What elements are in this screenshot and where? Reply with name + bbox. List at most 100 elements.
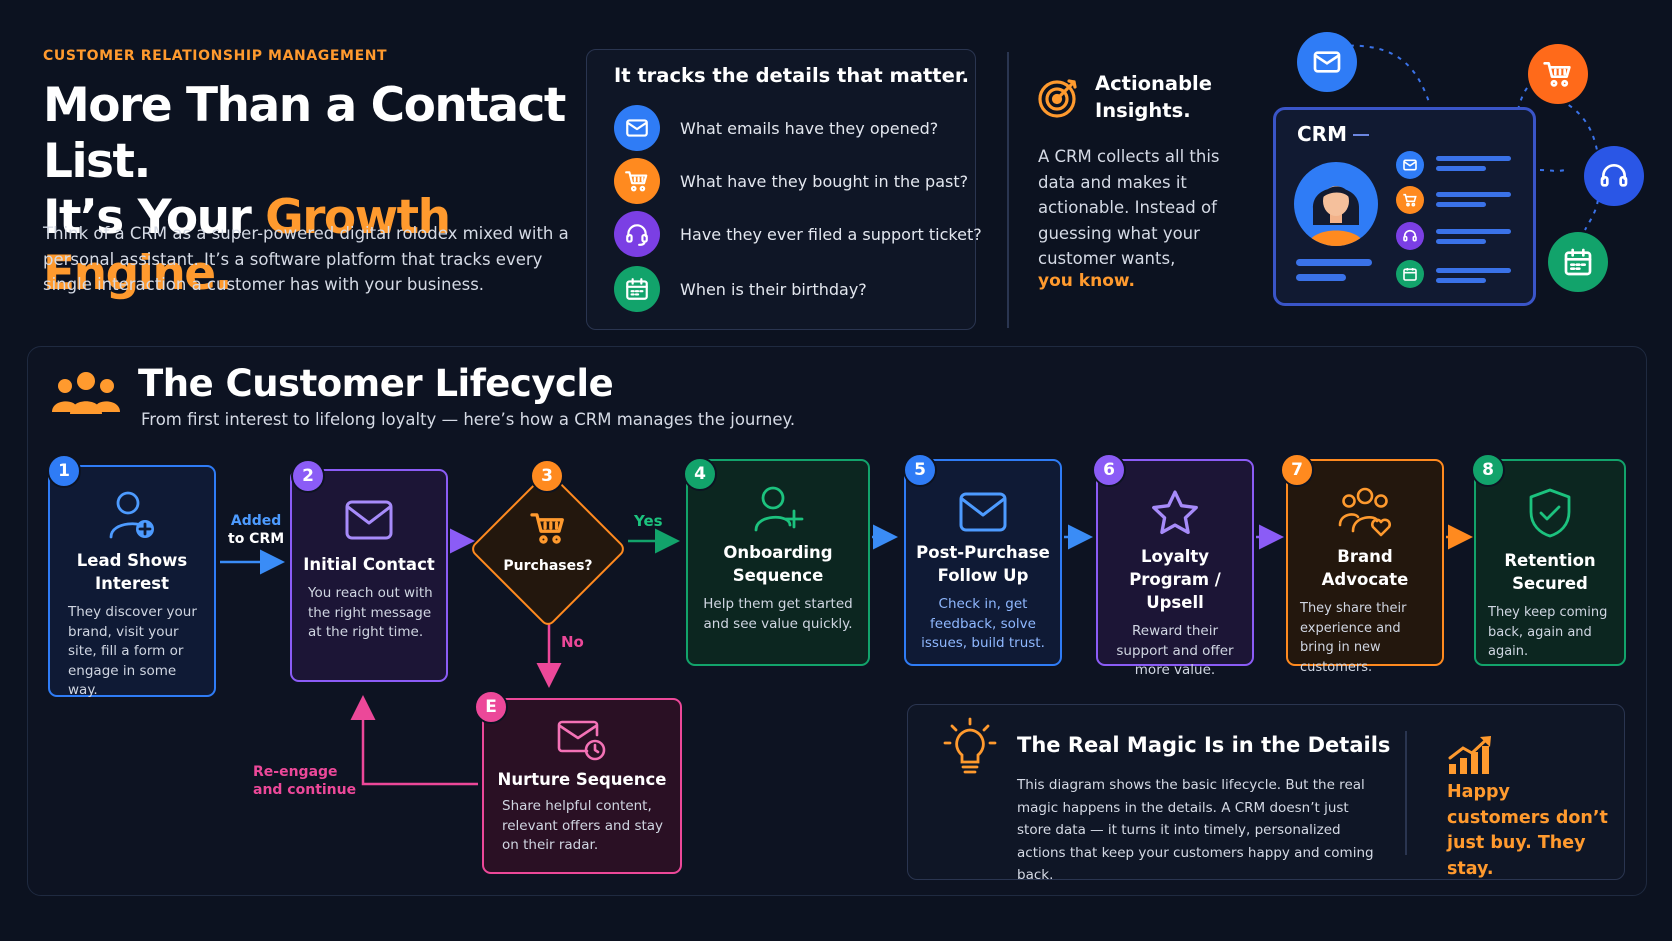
step-badge: 8 <box>1471 453 1505 487</box>
insights-accent: you know. <box>1038 271 1135 291</box>
step-badge: 1 <box>47 454 81 488</box>
yes-label: Yes <box>634 512 663 530</box>
lifecycle-title: The Customer Lifecycle <box>138 362 614 405</box>
eyebrow-label: CUSTOMER RELATIONSHIP MANAGEMENT <box>43 48 388 64</box>
step-nurture-sequence: Nurture Sequence Share helpful content, … <box>482 698 682 874</box>
step-post-purchase-follow-up: Post-Purchase Follow Up Check in, get fe… <box>904 459 1062 666</box>
track-item-text: Have they ever filed a support ticket? <box>680 224 982 244</box>
mail-icon <box>614 105 660 151</box>
step-title: Onboarding Sequence <box>723 543 833 585</box>
mail-icon <box>914 491 1052 533</box>
step-title: Nurture Sequence <box>497 770 667 789</box>
tracks-title: It tracks the details that matter. <box>614 64 970 87</box>
crm-row-bar <box>1436 278 1486 283</box>
crm-row-bar <box>1436 229 1511 234</box>
crm-name-bar <box>1296 259 1372 266</box>
step-badge: E <box>474 690 508 724</box>
step-desc: Check in, get feedback, solve issues, bu… <box>921 596 1045 651</box>
step-badge: 7 <box>1280 453 1314 487</box>
hero-title-prefix: It’s Your <box>43 190 266 245</box>
section-divider <box>1007 52 1009 328</box>
people-group-icon <box>50 370 122 420</box>
track-item-text: When is their birthday? <box>680 279 867 299</box>
step-badge: 4 <box>683 457 717 491</box>
magic-accent: Happy customers don’t just buy. They sta… <box>1447 782 1608 879</box>
step-badge: 5 <box>903 453 937 487</box>
step-title: Loyalty Program / Upsell <box>1129 547 1221 612</box>
calendar-icon <box>1548 232 1608 292</box>
step-title: Post-Purchase Follow Up <box>916 543 1050 585</box>
step-title: Lead Shows Interest <box>76 551 188 593</box>
lightbulb-icon <box>940 716 1000 782</box>
step-loyalty-program-upsell: Loyalty Program / Upsell Reward their su… <box>1096 459 1254 678</box>
hero-title: More Than a Contact List. It’s Your Grow… <box>43 78 603 302</box>
headset-icon <box>1396 222 1424 250</box>
track-item-purchases: What have they bought in the past? <box>614 158 968 204</box>
track-item-birthday: When is their birthday? <box>614 266 867 312</box>
added-label-line2: to CRM <box>228 531 285 547</box>
step-desc: Reward their support and offer more valu… <box>1116 623 1234 678</box>
magic-divider <box>1405 731 1407 855</box>
step-title: Initial Contact <box>303 555 435 574</box>
crm-row-bar <box>1436 192 1511 197</box>
step-desc: Share helpful content, relevant offers a… <box>502 798 664 853</box>
step-badge: 6 <box>1092 453 1126 487</box>
cart-icon <box>1396 186 1424 214</box>
crm-row-bar <box>1436 239 1486 244</box>
reengage-label: Re-engage and continue <box>253 763 356 799</box>
step-desc: You reach out with the right message at … <box>308 585 433 640</box>
track-item-emails: What emails have they opened? <box>614 105 938 151</box>
track-item-text: What emails have they opened? <box>680 118 939 138</box>
hero-title-line1: More Than a Contact List. <box>43 78 566 189</box>
crm-label-dash <box>1353 134 1369 136</box>
magic-title: The Real Magic Is in the Details <box>1017 733 1391 757</box>
crm-row-bar <box>1436 166 1486 171</box>
step-lead-shows-interest: Lead Shows Interest They discover your b… <box>48 465 216 698</box>
target-icon <box>1036 74 1082 124</box>
crm-row-bar <box>1436 268 1511 273</box>
insights-body: A CRM collects all this data and makes i… <box>1038 147 1220 268</box>
star-icon <box>1106 489 1244 537</box>
reengage-label-line1: Re-engage <box>253 764 338 780</box>
cart-icon <box>1528 44 1588 104</box>
step-desc: They discover your brand, visit your sit… <box>68 604 197 698</box>
mail-icon <box>1396 151 1424 179</box>
step-retention-secured: Retention Secured They keep coming back,… <box>1474 459 1626 666</box>
cart-icon <box>614 158 660 204</box>
step-onboarding-sequence: Onboarding Sequence Help them get starte… <box>686 459 870 666</box>
step-title: Retention Secured <box>1504 551 1596 593</box>
insights-title: Actionable Insights. <box>1095 72 1212 122</box>
magic-card <box>907 704 1625 880</box>
no-label: No <box>561 633 584 651</box>
crm-label: CRM <box>1297 122 1347 146</box>
lifecycle-subtitle: From first interest to lifelong loyalty … <box>141 410 796 429</box>
step-brand-advocate: Brand Advocate They share their experien… <box>1286 459 1444 675</box>
step-desc: They keep coming back, again and again. <box>1488 605 1608 659</box>
mail-icon <box>1297 32 1357 92</box>
added-label-line1: Added <box>230 513 282 529</box>
add-user-icon <box>58 489 206 541</box>
step-initial-contact: Initial Contact You reach out with the r… <box>290 469 448 682</box>
hero-description: Think of a CRM as a super-powered digita… <box>43 224 569 294</box>
growth-chart-icon <box>1447 734 1495 780</box>
magic-body: This diagram shows the basic lifecycle. … <box>1017 777 1374 883</box>
crm-row-bar <box>1436 156 1511 161</box>
reengage-label-line2: and continue <box>253 782 357 798</box>
crm-name-bar <box>1296 274 1346 281</box>
crm-row-bar <box>1436 202 1486 207</box>
mail-clock-icon <box>492 720 672 762</box>
shield-check-icon <box>1484 487 1616 539</box>
step-desc: They share their experience and bring in… <box>1300 601 1407 675</box>
calendar-icon <box>614 266 660 312</box>
cart-icon <box>530 510 570 550</box>
headset-icon <box>1584 146 1644 206</box>
step-desc: Help them get started and see value quic… <box>703 596 853 632</box>
track-item-text: What have they bought in the past? <box>680 171 969 191</box>
hero-title-line2: It’s Your Growth Engine. <box>43 190 603 302</box>
add-user-icon <box>696 485 860 533</box>
community-heart-icon <box>1296 485 1434 537</box>
avatar <box>1293 161 1379 251</box>
decision-label: Purchases? <box>503 558 593 574</box>
calendar-icon <box>1396 260 1424 288</box>
